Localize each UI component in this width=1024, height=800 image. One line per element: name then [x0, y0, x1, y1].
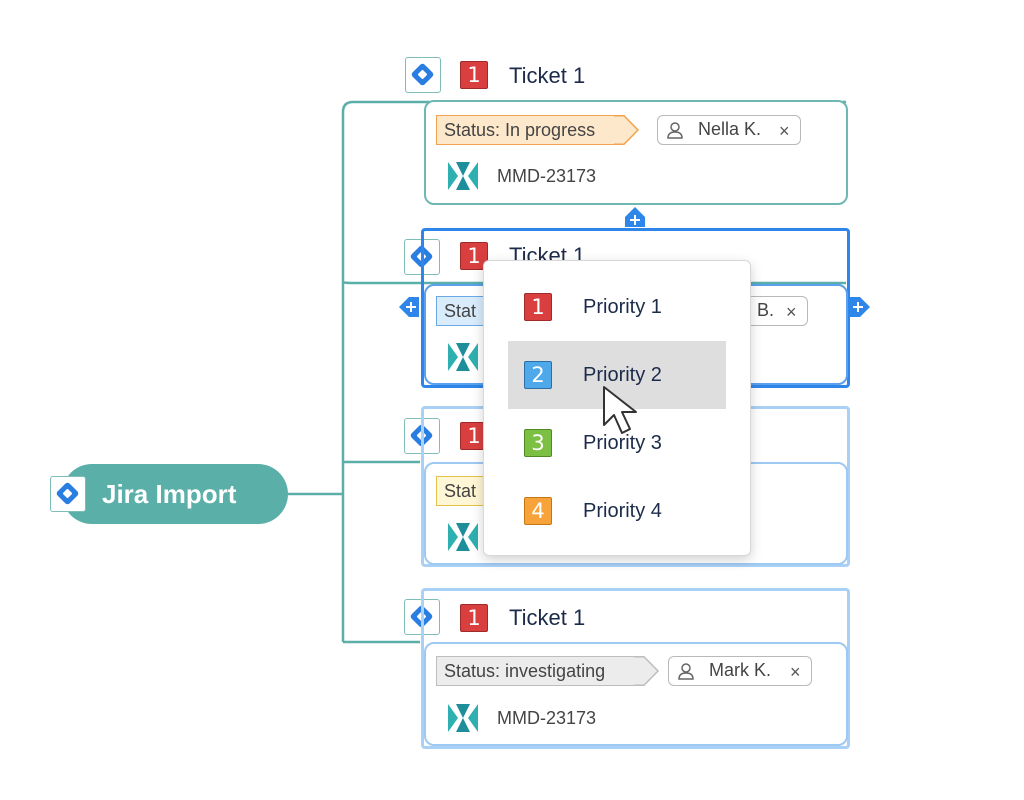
status-label: Stat — [444, 481, 477, 501]
add-left-handle[interactable] — [399, 297, 419, 317]
priority-option-label: Priority 3 — [583, 432, 662, 454]
jira-icon — [50, 476, 86, 512]
ticket-key[interactable]: MMD-23173 — [497, 708, 597, 728]
priority-4-badge: 4 — [524, 497, 552, 525]
assignee-name: Nella K. — [698, 119, 762, 139]
status-tag[interactable]: Status: In progress — [436, 115, 616, 145]
priority-3-badge: 3 — [524, 429, 552, 457]
add-above-handle[interactable] — [625, 207, 645, 227]
status-label: Status: In progress — [444, 120, 596, 140]
mindmeister-icon — [448, 523, 478, 551]
ticket-card[interactable] — [421, 588, 850, 749]
person-icon — [678, 663, 694, 680]
ticket-title[interactable]: Ticket 1 — [509, 605, 586, 630]
priority-option-label: Priority 4 — [583, 500, 662, 522]
priority-option-label: Priority 2 — [583, 364, 662, 386]
add-right-handle[interactable] — [850, 297, 870, 317]
assignee-chip[interactable]: Mark K. × — [668, 656, 812, 686]
ticket-key[interactable]: MMD-23173 — [497, 166, 597, 186]
priority-2-badge: 2 — [524, 361, 552, 389]
assignee-name: B. — [757, 300, 775, 320]
mindmeister-icon — [448, 704, 478, 732]
mindmeister-icon — [448, 162, 478, 190]
assignee-name: Mark K. — [709, 660, 772, 680]
priority-badge[interactable]: 1 — [460, 604, 488, 632]
priority-option-1[interactable]: 1 Priority 1 — [508, 273, 726, 341]
status-tag-arrow — [614, 115, 640, 145]
priority-option-label: Priority 1 — [583, 296, 662, 318]
close-icon[interactable]: × — [790, 662, 801, 682]
person-icon — [667, 122, 683, 139]
status-label: Status: investigating — [444, 661, 606, 681]
mouse-cursor-icon — [603, 386, 637, 434]
priority-option-3[interactable]: 3 Priority 3 — [508, 409, 726, 477]
jira-icon — [405, 57, 441, 93]
root-node[interactable] — [62, 464, 288, 524]
status-label: Stat — [444, 301, 477, 321]
ticket-title[interactable]: Ticket 1 — [509, 63, 586, 88]
close-icon[interactable]: × — [786, 302, 797, 322]
status-tag-arrow — [634, 656, 660, 686]
priority-option-4[interactable]: 4 Priority 4 — [508, 477, 726, 545]
close-icon[interactable]: × — [779, 121, 790, 141]
priority-1-badge: 1 — [524, 293, 552, 321]
status-tag[interactable]: Status: investigating — [436, 656, 636, 686]
assignee-chip[interactable]: Nella K. × — [657, 115, 801, 145]
root-node-label: Jira Import — [102, 479, 237, 509]
mindmeister-icon — [448, 343, 478, 371]
priority-badge[interactable]: 1 — [460, 61, 488, 89]
